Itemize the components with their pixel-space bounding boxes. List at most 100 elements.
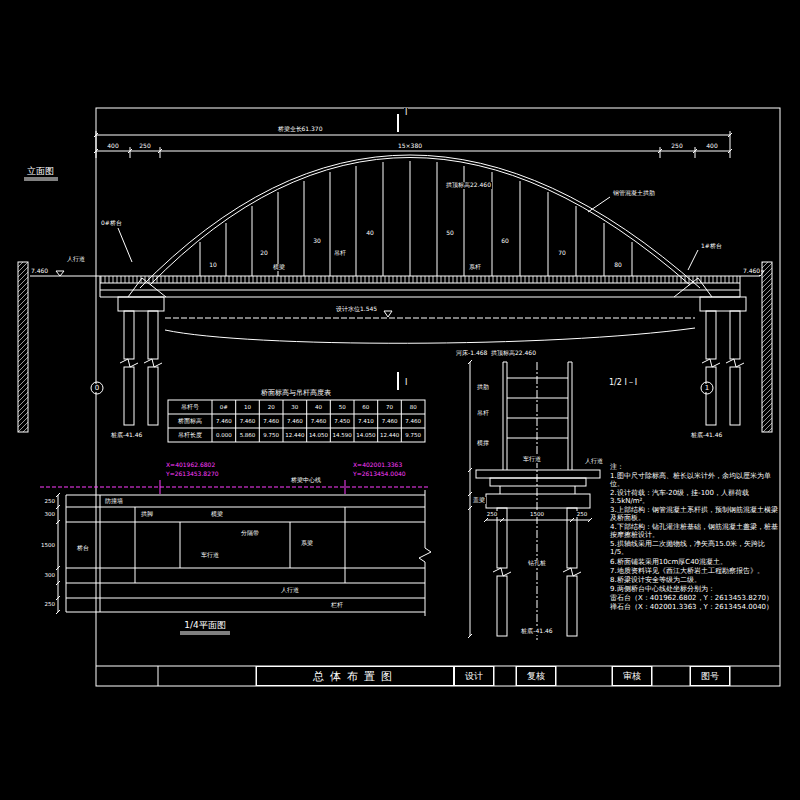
cell-text: 图号 <box>701 670 719 683</box>
drawing-label: 吊杆长度 <box>177 432 203 439</box>
drawing-label: 9.750 <box>262 432 280 438</box>
notes-block: 注：1.图中尺寸除标高、桩长以米计外，余均以厘米为单位。2.设计荷载：汽车-20… <box>610 463 778 612</box>
drawing-label: 吊杆 <box>476 410 490 417</box>
drawing-label: 7.460 <box>215 418 233 424</box>
drawing-label: 横梁 <box>210 511 224 518</box>
drawing-label: 吊杆号 <box>180 404 200 411</box>
drawing-label: 桥梁中心线 <box>290 477 322 484</box>
note-line: 9.两侧桥台中心线处坐标分别为： <box>610 585 778 593</box>
drawing-label: 12.440 <box>284 432 305 438</box>
drawing-label: 14.590 <box>332 432 353 438</box>
drawing-label: 60 <box>500 238 510 245</box>
drawing-label: 桩底-41.46 <box>520 628 553 635</box>
drawing-label: I <box>404 108 408 117</box>
drawing-label: 250 <box>44 498 57 504</box>
drawing-label: 30 <box>312 238 322 245</box>
drawing-label: 250 <box>138 143 151 150</box>
note-line: 2.设计荷载：汽车-20级，挂-100，人群荷载3.5kN/m²。 <box>610 489 778 505</box>
drawing-label: 50 <box>445 230 455 237</box>
drawing-label: X=402001.3363 <box>352 462 403 469</box>
drawing-label: 0# <box>219 404 229 410</box>
drawing-label: 30 <box>290 404 299 410</box>
note-line: 雷石台（X：401962.6802，Y：2613453.8270） <box>610 594 778 602</box>
drawing-label: 防撞墙 <box>104 498 124 505</box>
drawing-label: 拱顶标高22.460 <box>490 350 537 357</box>
drawing-label: 14.050 <box>355 432 376 438</box>
drawing-label: 12.440 <box>379 432 400 438</box>
drawing-label: 10 <box>208 262 218 269</box>
drawing-label: 70 <box>385 404 394 410</box>
drawing-label: 10 <box>243 404 252 410</box>
drawing-label: 钻孔桩 <box>527 560 547 567</box>
drawing-label: 设计水位1.545 <box>335 306 378 313</box>
drawing-label: 5.860 <box>239 432 257 438</box>
drawing-label: 车行道 <box>200 552 220 559</box>
drawing-label: Y=2613453.8270 <box>165 471 220 478</box>
drawing-label: 桩底-41.46 <box>110 432 143 439</box>
note-line: 6.桥面铺装采用10cm厚C40混凝土。 <box>610 558 778 566</box>
drawing-label: 7.460 <box>310 418 328 424</box>
drawing-label: 250 <box>44 601 57 607</box>
drawing-label: 栏杆 <box>330 602 344 609</box>
drawing-label: 7.460 <box>239 418 257 424</box>
drawing-label: 拱脚 <box>140 511 154 518</box>
drawing-label: 9.750 <box>404 432 422 438</box>
drawing-label: 1#桥台 <box>700 243 723 250</box>
drawing-label: 系杆 <box>468 264 482 271</box>
drawing-label: 20 <box>267 404 276 410</box>
drawing-label: 1 <box>704 384 710 392</box>
drawing-label: 50 <box>338 404 347 410</box>
drawing-label: 吊杆 <box>333 250 347 257</box>
drawing-label: 1500 <box>40 542 56 548</box>
drawing-label: 14.050 <box>308 432 329 438</box>
cell-text: 总体布置图 <box>313 669 398 684</box>
drawing-label: 400 <box>106 143 119 150</box>
title-block-cell: 复核 <box>516 666 556 686</box>
drawing-label: 7.410 <box>357 418 375 424</box>
drawing-label: 人行道 <box>584 458 604 465</box>
drawing-label: 7.460 <box>262 418 280 424</box>
drawing-label: 80 <box>409 404 418 410</box>
drawing-label: 车行道 <box>522 456 542 463</box>
drawing-label: 40 <box>365 230 375 237</box>
note-line: 3.上部结构：钢管混凝土系杆拱，预制钢筋混凝土横梁及桥面板。 <box>610 506 778 522</box>
drawing-label: 拱顶标高22.460 <box>445 182 492 189</box>
drawing-label: 拱肋 <box>476 384 490 391</box>
drawing-label: 人行道 <box>66 256 86 263</box>
drawing-label: 0#桥台 <box>100 220 123 227</box>
note-line: 7.地质资料详见《西江大桥岩土工程勘察报告》。 <box>610 567 778 575</box>
drawing-label: 70 <box>557 250 567 257</box>
drawing-label: 7.460 <box>381 418 399 424</box>
drawing-label: 20 <box>259 250 269 257</box>
drawing-label: 250 <box>486 511 499 517</box>
drawing-label: 桥梁全长61.370 <box>277 126 324 133</box>
drawing-label: Y=2613454.0040 <box>352 471 407 478</box>
drawing-label: 1/2 I－I <box>608 378 638 387</box>
title-block-cell: 审核 <box>612 666 652 686</box>
drawing-label: 0 <box>94 384 100 392</box>
note-line: 注： <box>610 463 778 471</box>
cell-text: 审核 <box>623 670 641 683</box>
drawing-label: 桥台 <box>76 545 90 552</box>
note-line: 1.图中尺寸除标高、桩长以米计外，余均以厘米为单位。 <box>610 472 778 488</box>
drawing-label: 7.460 <box>30 268 49 275</box>
drawing-label: 7.460 <box>286 418 304 424</box>
drawing-label: 250 <box>670 143 683 150</box>
title-block-cell: 总体布置图 <box>256 666 454 686</box>
drawing-label: 横梁 <box>272 264 286 271</box>
drawing-label: 400 <box>705 143 718 150</box>
drawing-label: 立面图 <box>26 166 55 176</box>
drawing-label: 7.450 <box>333 418 351 424</box>
drawing-label: 1/4平面图 <box>183 620 226 630</box>
drawing-label: 分隔带 <box>240 530 260 537</box>
drawing-label: 15×380 <box>397 143 423 150</box>
title-block-cell: 设计 <box>454 666 494 686</box>
drawing-label: X=401962.6802 <box>165 462 216 469</box>
drawing-lines <box>18 108 780 686</box>
drawing-label: 7.460 <box>742 268 761 275</box>
note-line: 8.桥梁设计安全等级为二级。 <box>610 576 778 584</box>
drawing-label: 桥面标高 <box>177 418 203 425</box>
drawing-label: 300 <box>44 572 57 578</box>
drawing-label: 7.460 <box>404 418 422 424</box>
drawing-label: 桥面标高与吊杆高度表 <box>260 389 332 397</box>
